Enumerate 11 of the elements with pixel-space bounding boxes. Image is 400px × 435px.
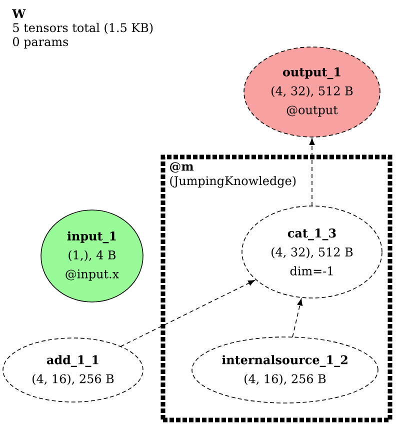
- arrow: [120, 280, 255, 347]
- ellipse-node: internalsource_1_2 (4, 16), 256 B: [192, 336, 378, 404]
- ellipse-node: add_1_1 (4, 16), 256 B: [2, 338, 144, 402]
- stats-text: 5 tensors total (1.5 KB): [13, 22, 153, 34]
- ellipse-node: output_1 (4, 32), 512 B @output: [244, 46, 380, 138]
- ellipse-node: cat_1_3 (4, 32), 512 B dim=-1: [242, 206, 382, 298]
- stats-text: 0 params: [12, 37, 68, 48]
- arrow: [309, 138, 315, 206]
- ellipse-node: input_1 (1,), 4 B @input.x: [40, 210, 144, 302]
- title: W: [12, 9, 26, 18]
- arrow: [292, 298, 303, 338]
